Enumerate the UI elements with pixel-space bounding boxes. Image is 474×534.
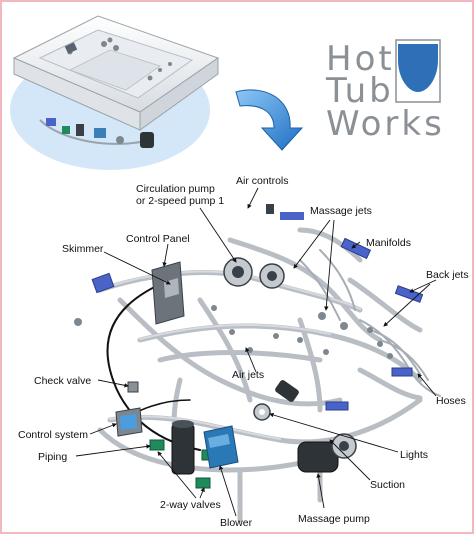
logo-box-outline — [395, 39, 441, 103]
jet-fittings — [74, 305, 393, 359]
label-control-panel: Control Panel — [126, 233, 190, 245]
label-air-jets: Air jets — [232, 369, 264, 381]
logo-line-2: Tub — [325, 71, 394, 111]
plumbing-diagram — [97, 227, 441, 523]
label-back-jets: Back jets — [426, 269, 469, 281]
label-air-controls: Air controls — [236, 175, 289, 187]
filter-unit — [171, 420, 195, 475]
label-hoses: Hoses — [436, 395, 466, 407]
label-massage-jets: Massage jets — [310, 205, 372, 217]
logo-mark-icon — [398, 44, 438, 92]
massage-pump-unit — [275, 380, 357, 473]
label-manifolds: Manifolds — [366, 237, 411, 249]
label-suction: Suction — [370, 479, 405, 491]
label-blower: Blower — [220, 517, 253, 529]
label-check-valve: Check valve — [34, 375, 91, 387]
label-control-system: Control system — [18, 429, 88, 441]
leader-lines — [75, 187, 437, 517]
logo-line-3: Works — [326, 104, 445, 144]
label-circulation-pump: Circulation pump — [136, 183, 215, 195]
callout-labels: Circulation pump or 2-speed pump 1 Air c… — [18, 175, 469, 529]
label-massage-pump: Massage pump — [298, 513, 370, 525]
lights-unit — [253, 403, 271, 421]
label-piping: Piping — [38, 451, 67, 463]
skimmer-unit — [91, 272, 115, 294]
control-panel-unit — [151, 261, 185, 325]
blower-unit — [203, 425, 239, 469]
air-controls-unit — [266, 204, 304, 220]
check-valve-unit — [127, 381, 139, 393]
control-wire — [106, 279, 201, 451]
circulation-pump-unit — [223, 257, 285, 289]
label-two-way-valves: 2-way valves — [160, 499, 221, 511]
label-circulation-pump-line2: or 2-speed pump 1 — [136, 195, 224, 207]
control-system-unit — [115, 407, 143, 437]
hose-lines — [299, 249, 441, 397]
hot-tub-illustration — [10, 15, 220, 170]
label-lights: Lights — [400, 449, 428, 461]
logo-line-1: Hot — [326, 39, 395, 79]
curved-arrow-icon — [235, 89, 304, 151]
hot-tub-works-logo: Hot Tub Works — [325, 39, 445, 144]
label-skimmer: Skimmer — [62, 243, 104, 255]
